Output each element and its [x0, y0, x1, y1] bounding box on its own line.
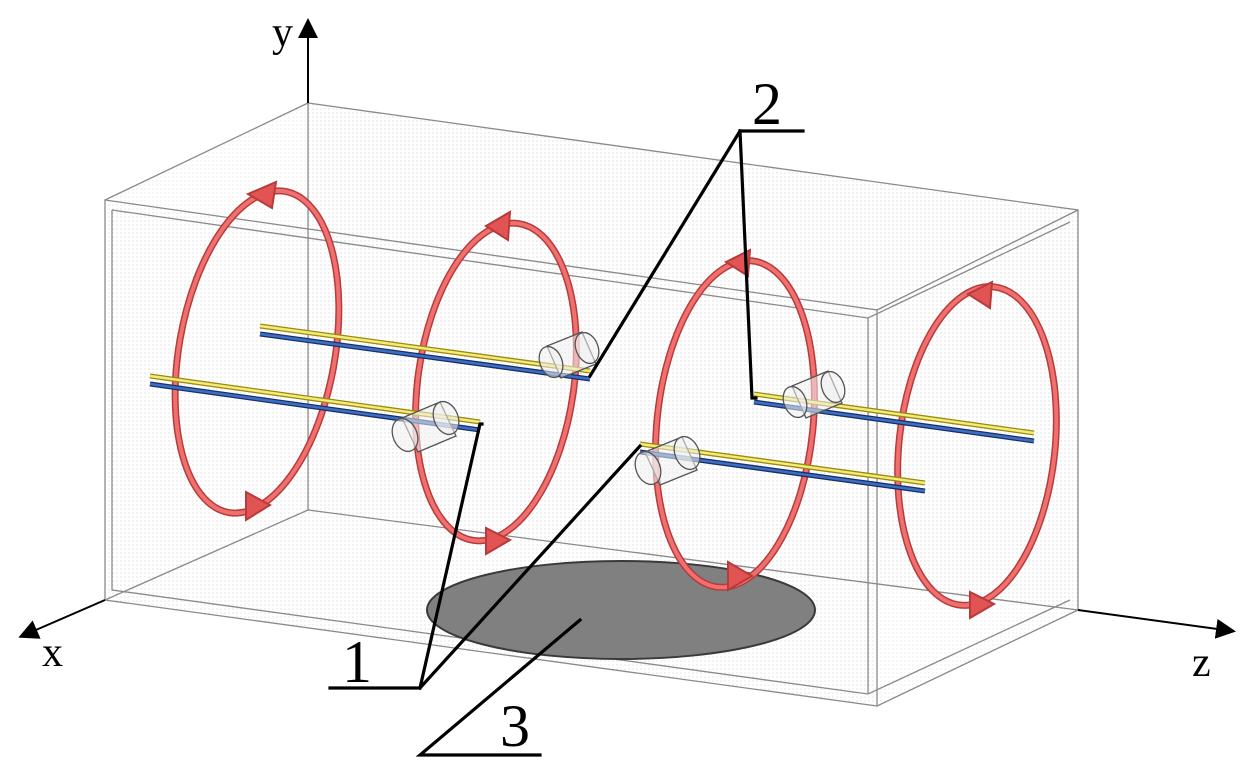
current-loop-1	[171, 180, 343, 522]
callout-2-label: 2	[752, 71, 782, 137]
callout-1-leader-b	[417, 443, 643, 691]
current-loop-2	[412, 210, 580, 556]
z-axis-label: z	[1192, 640, 1211, 686]
current-loops	[171, 180, 1060, 620]
box-edge-back-bottom	[307, 509, 1079, 611]
box-edge-top-right	[876, 209, 1079, 311]
loop-1-arrow-top-icon	[245, 180, 278, 210]
box-edge-bottom-left	[104, 509, 309, 601]
current-loop-3	[652, 248, 818, 592]
callout-2-leader-b	[738, 129, 758, 400]
conductor-left-back	[259, 323, 591, 382]
cylinder-c	[634, 435, 701, 486]
current-loop-4	[894, 280, 1060, 620]
loop-2-arrow-bottom-icon	[485, 526, 513, 556]
callout-3-leader	[415, 617, 583, 757]
x-axis	[18, 599, 106, 639]
cylinder-b	[538, 331, 600, 379]
cylinder-a	[391, 400, 460, 453]
callout-1-leader	[328, 422, 484, 690]
box-edge-bottom-right	[876, 609, 1079, 707]
z-axis	[1077, 609, 1236, 639]
box-top-face	[105, 103, 1078, 310]
loop-4-arrow-top-icon	[965, 280, 994, 310]
loop-3-arrow-bottom-icon	[727, 560, 754, 592]
callout-2-leader-a	[587, 128, 743, 379]
callout-leaders	[328, 128, 805, 757]
loop-1-arrow-bottom-icon	[245, 490, 272, 522]
axes: y x z	[18, 10, 1236, 686]
loop-3-arrow-top-icon	[723, 248, 752, 278]
y-axis-label: y	[272, 10, 293, 56]
loop-4-arrow-bottom-icon	[969, 590, 997, 620]
cylinder-d	[782, 370, 846, 419]
callout-1-label: 1	[342, 629, 372, 695]
loop-2-arrow-top-icon	[484, 210, 512, 242]
cylinders	[391, 331, 846, 486]
box-edge-top-left	[104, 102, 309, 201]
callout-3-label: 3	[500, 693, 530, 759]
x-axis-label: x	[42, 630, 63, 676]
